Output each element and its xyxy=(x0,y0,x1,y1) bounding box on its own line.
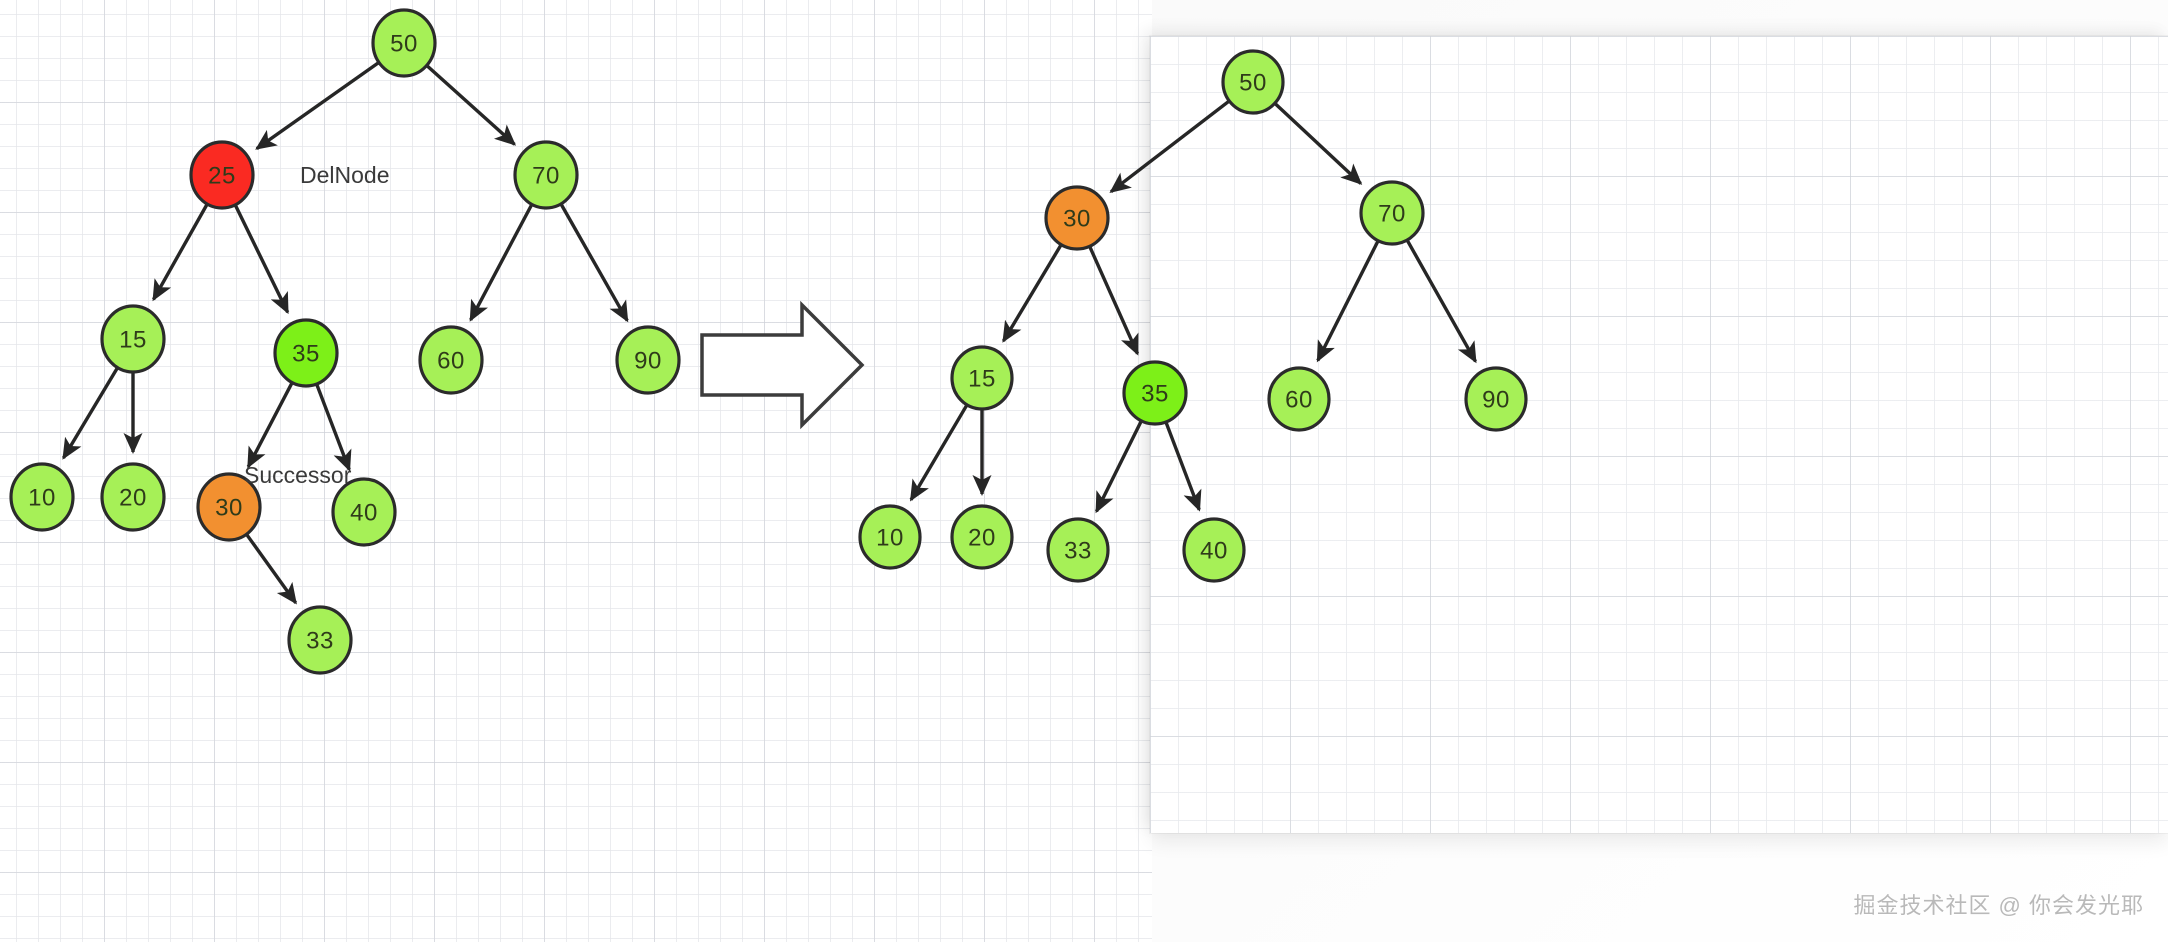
diagram-card-after xyxy=(1150,36,2168,833)
tree-node-60[interactable]: 60 xyxy=(1267,366,1331,432)
tree-edge-25-15 xyxy=(152,204,209,302)
node-shape-35 xyxy=(1122,360,1188,426)
tree-edge-35-40 xyxy=(1164,422,1202,512)
node-label-40: 40 xyxy=(1200,538,1228,565)
watermark-text: 掘金技术社区 @ 你会发光耶 xyxy=(1853,893,2144,918)
tree-node-20[interactable]: 20 xyxy=(100,462,166,532)
diagram-canvas-before xyxy=(0,0,1152,942)
node-shape-70 xyxy=(513,140,579,210)
node-shape-33 xyxy=(287,605,353,675)
tree-node-90[interactable]: 90 xyxy=(615,325,681,395)
node-shape-20 xyxy=(100,462,166,532)
nodes-group-after: 50 30 70 15 35 60 90 10 20 33 40 xyxy=(858,49,1528,583)
node-shape-40 xyxy=(331,477,397,547)
node-shape-15 xyxy=(950,345,1014,411)
node-shape-20 xyxy=(950,504,1014,570)
node-label-15: 15 xyxy=(119,327,147,354)
transition-right-arrow xyxy=(700,300,865,430)
tree-node-35[interactable]: 35 xyxy=(1122,360,1188,426)
tree-edge-50-30 xyxy=(1109,100,1230,194)
tree-edge-35-40 xyxy=(315,384,352,472)
tree-node-10[interactable]: 10 xyxy=(858,504,922,570)
tree-edge-35-30 xyxy=(246,382,294,469)
tree-edge-50-70 xyxy=(426,64,517,146)
tree-node-30[interactable]: 30 xyxy=(1044,185,1110,251)
node-label-33: 33 xyxy=(306,628,334,655)
node-shape-90 xyxy=(615,325,681,395)
node-shape-90 xyxy=(1464,366,1528,432)
node-label-25: 25 xyxy=(208,163,236,190)
tree-node-20[interactable]: 20 xyxy=(950,504,1014,570)
tree-node-10[interactable]: 10 xyxy=(9,462,75,532)
node-shape-30 xyxy=(196,472,262,542)
node-shape-50 xyxy=(1221,49,1285,115)
tree-edge-70-60 xyxy=(469,204,533,322)
tree-edge-50-25 xyxy=(255,61,380,150)
node-label-30: 30 xyxy=(1063,206,1091,233)
node-label-90: 90 xyxy=(1482,387,1510,414)
tree-node-40[interactable]: 40 xyxy=(331,477,397,547)
tree-edge-70-90 xyxy=(559,203,629,323)
node-label-50: 50 xyxy=(1239,70,1267,97)
tree-node-50[interactable]: 50 xyxy=(1221,49,1285,115)
tree-edge-70-60 xyxy=(1316,240,1380,363)
tree-edge-15-10 xyxy=(62,367,119,460)
node-label-40: 40 xyxy=(350,500,378,527)
tree-edge-15-10 xyxy=(909,404,968,502)
annotation-successor: Successor xyxy=(244,462,352,488)
node-shape-60 xyxy=(1267,366,1331,432)
node-shape-50 xyxy=(371,8,437,78)
node-label-33: 33 xyxy=(1064,538,1092,565)
node-shape-10 xyxy=(9,462,75,532)
tree-node-33[interactable]: 33 xyxy=(287,605,353,675)
tree-node-60[interactable]: 60 xyxy=(418,325,484,395)
node-label-60: 60 xyxy=(437,348,465,375)
node-shape-33 xyxy=(1046,517,1110,583)
tree-edge-25-35 xyxy=(234,205,290,315)
node-label-70: 70 xyxy=(532,163,560,190)
node-label-10: 10 xyxy=(28,485,56,512)
tree-node-15[interactable]: 15 xyxy=(100,304,166,374)
tree-node-33[interactable]: 33 xyxy=(1046,517,1110,583)
node-label-10: 10 xyxy=(876,525,904,552)
node-shape-35 xyxy=(273,318,339,388)
node-label-15: 15 xyxy=(968,366,996,393)
node-label-35: 35 xyxy=(292,341,320,368)
tree-node-70[interactable]: 70 xyxy=(513,140,579,210)
tree-edge-70-90 xyxy=(1406,240,1477,364)
node-label-20: 20 xyxy=(119,485,147,512)
tree-edge-35-33 xyxy=(1094,420,1143,514)
node-shape-15 xyxy=(100,304,166,374)
tree-node-50[interactable]: 50 xyxy=(371,8,437,78)
tree-edge-50-70 xyxy=(1274,102,1363,185)
tree-node-25[interactable]: 25 xyxy=(189,140,255,210)
node-shape-30 xyxy=(1044,185,1110,251)
node-label-20: 20 xyxy=(968,525,996,552)
node-shape-40 xyxy=(1182,517,1246,583)
node-label-50: 50 xyxy=(390,31,418,58)
node-label-35: 35 xyxy=(1141,381,1169,408)
nodes-group-before: 50 25 70 15 35 60 90 10 20 30 40 33 xyxy=(9,8,681,675)
tree-node-40[interactable]: 40 xyxy=(1182,517,1246,583)
edges-group-before xyxy=(62,61,629,605)
tree-node-15[interactable]: 15 xyxy=(950,345,1014,411)
node-label-70: 70 xyxy=(1378,201,1406,228)
annotation-delnode: DelNode xyxy=(300,162,390,188)
tree-edge-30-15 xyxy=(1001,244,1063,343)
node-shape-25 xyxy=(189,140,255,210)
node-label-30: 30 xyxy=(215,495,243,522)
tree-node-30[interactable]: 30 xyxy=(196,472,262,542)
node-label-60: 60 xyxy=(1285,387,1313,414)
tree-node-70[interactable]: 70 xyxy=(1359,180,1425,246)
tree-edge-30-33 xyxy=(245,534,298,605)
tree-edge-30-35 xyxy=(1088,246,1140,356)
tree-node-35[interactable]: 35 xyxy=(273,318,339,388)
node-shape-60 xyxy=(418,325,484,395)
tree-node-90[interactable]: 90 xyxy=(1464,366,1528,432)
edges-group-after xyxy=(909,100,1477,514)
node-label-90: 90 xyxy=(634,348,662,375)
node-shape-10 xyxy=(858,504,922,570)
node-shape-70 xyxy=(1359,180,1425,246)
